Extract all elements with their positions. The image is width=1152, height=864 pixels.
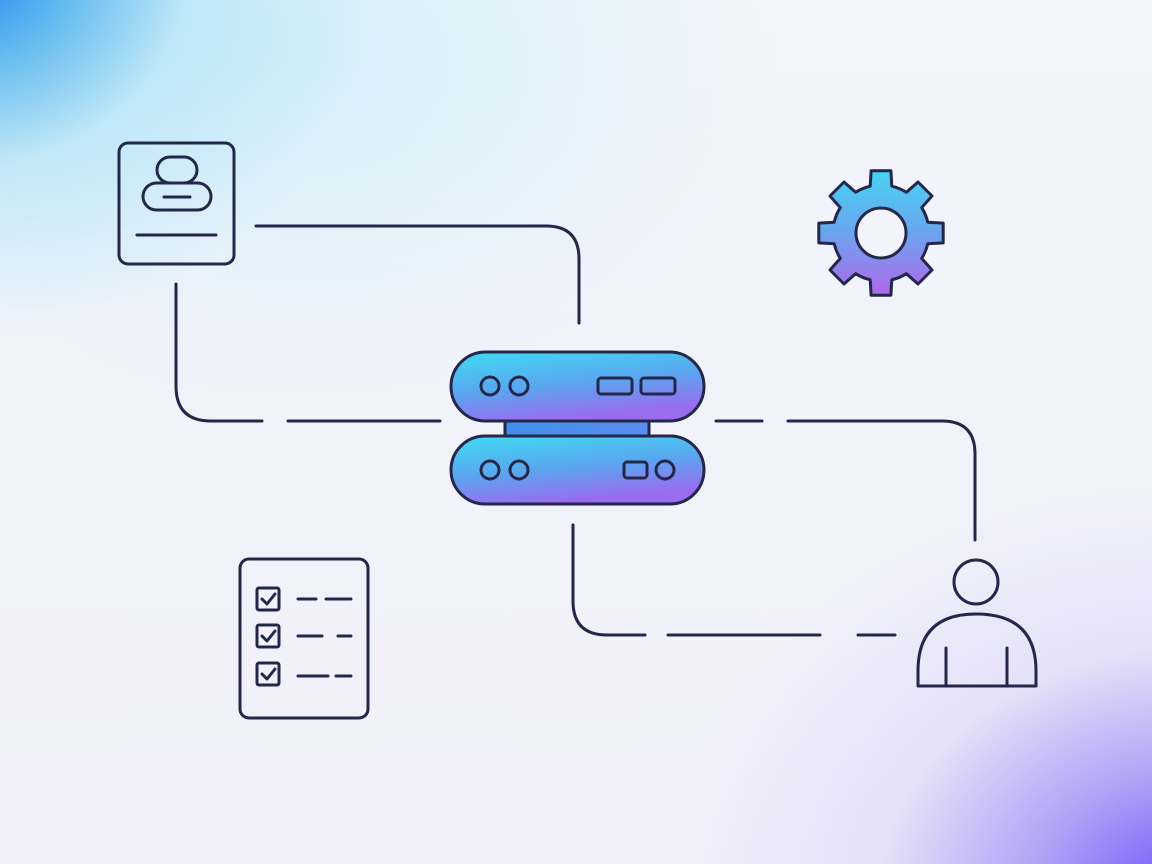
- checklist-row-1: [255, 586, 353, 612]
- checklist-row-2: [255, 623, 353, 649]
- server-top-lights: [479, 375, 677, 397]
- connector-server-to-user-top: [714, 419, 977, 542]
- server-bottom-lights: [479, 459, 676, 481]
- id-card-icon: [117, 141, 236, 266]
- connector-server-to-user-bottom: [571, 523, 897, 637]
- connector-card-to-server: [254, 224, 581, 325]
- user-icon: [916, 558, 1038, 688]
- checklist-row-3: [255, 661, 353, 687]
- connector-card-to-bus: [174, 282, 442, 423]
- server-icon: [449, 350, 706, 506]
- gear-icon: [817, 169, 945, 297]
- checklist-icon: [238, 557, 370, 720]
